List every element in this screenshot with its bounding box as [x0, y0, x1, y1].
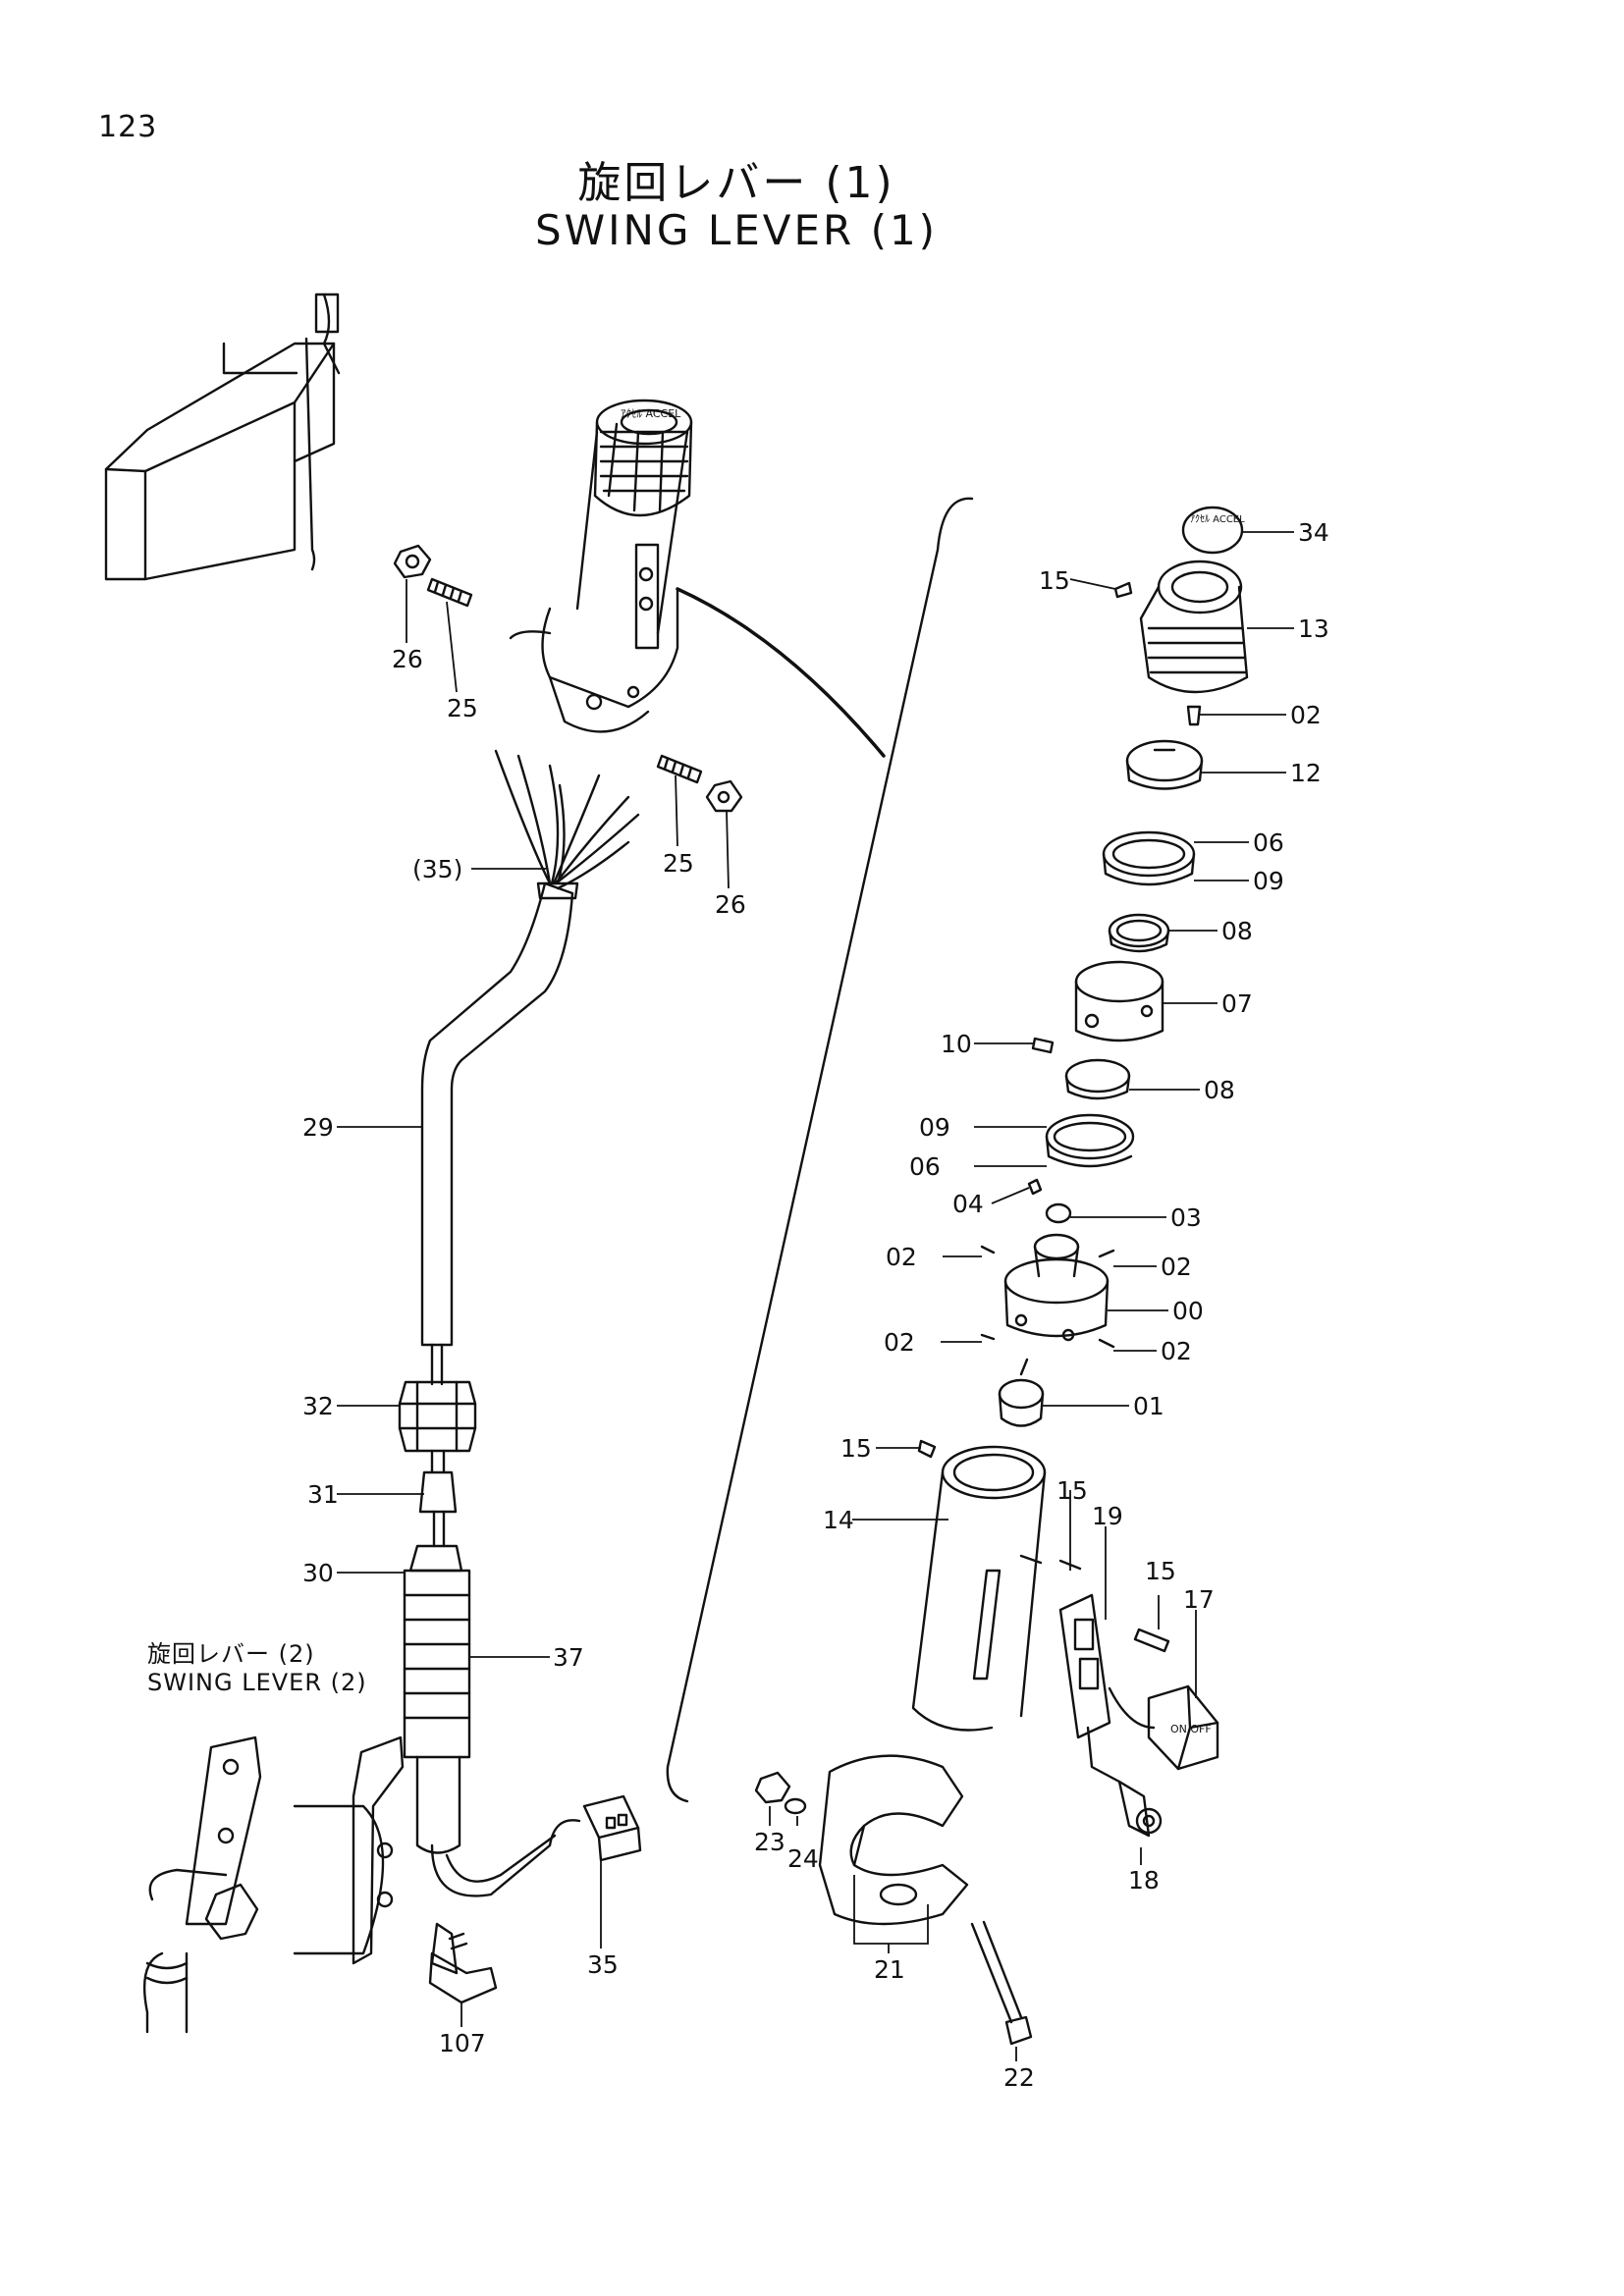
callout: 25 [447, 694, 478, 722]
callout: 15 [1145, 1557, 1176, 1585]
callout: 17 [1183, 1585, 1215, 1614]
callout: 15 [840, 1434, 872, 1463]
callout: 30 [302, 1559, 334, 1587]
callout: 09 [919, 1113, 950, 1142]
wire-bundle [494, 749, 640, 890]
boot-37 [403, 1544, 471, 1854]
callout: 18 [1128, 1866, 1160, 1895]
cap-34 [1181, 506, 1244, 555]
callout: 22 [1003, 2063, 1035, 2092]
nut-and-setscrew-left [393, 544, 473, 608]
nut-32 [398, 1380, 477, 1453]
callout: 35 [587, 1950, 619, 1979]
ring-08-lower [1064, 1058, 1131, 1100]
ring-09-06-lower [1045, 1113, 1135, 1168]
switch-18 [1117, 1780, 1163, 1838]
callout: 06 [1253, 828, 1284, 857]
callout: 25 [663, 849, 694, 878]
bolt-107 [428, 1922, 498, 2004]
mounting-bracket [143, 1735, 405, 2034]
clamp-21 [818, 1754, 969, 1926]
callout: 107 [439, 2029, 486, 2057]
callout: (35) [412, 855, 462, 883]
housing-14 [911, 1445, 1047, 1732]
cable-29 [420, 881, 579, 1347]
knob-13 [1139, 560, 1249, 694]
callout: 04 [952, 1190, 984, 1218]
knob-accel-label: ｱｸｾﾙ ACCEL [621, 407, 681, 420]
part-12 [1125, 739, 1204, 790]
nut-and-setscrew-right [656, 754, 743, 813]
callout: 08 [1204, 1076, 1235, 1104]
callout: 13 [1298, 614, 1329, 643]
callout: 15 [1056, 1476, 1088, 1505]
callout: 10 [941, 1030, 972, 1058]
callout: 23 [754, 1828, 785, 1856]
callout: 02 [1290, 701, 1322, 729]
callout: 09 [1253, 867, 1284, 895]
callout: 08 [1221, 917, 1253, 945]
callout: 31 [307, 1480, 339, 1509]
callout: 02 [1161, 1337, 1192, 1365]
callout: 26 [392, 645, 423, 673]
ring-08 [1108, 913, 1170, 953]
console-box-illustration [104, 293, 341, 581]
callout: 06 [909, 1152, 941, 1181]
callout: 00 [1172, 1297, 1204, 1325]
title-english: SWING LEVER (1) [534, 206, 939, 254]
callout: 26 [715, 890, 746, 919]
callout: 37 [553, 1643, 584, 1672]
callout: 03 [1170, 1203, 1202, 1232]
callout: 01 [1133, 1392, 1164, 1420]
subassembly-label-english: SWING LEVER (2) [147, 1669, 367, 1696]
body-00 [1003, 1233, 1110, 1342]
callout: 32 [302, 1392, 334, 1420]
callout: 19 [1092, 1502, 1123, 1530]
callout: 21 [874, 1955, 905, 1984]
switch-on-off-label: ON OFF [1170, 1723, 1212, 1735]
sleeve-07 [1074, 960, 1164, 1042]
callout: 02 [884, 1328, 915, 1357]
callout: 34 [1298, 518, 1329, 547]
callout: 02 [886, 1243, 917, 1271]
page-number: 123 [98, 110, 158, 144]
callout: 15 [1039, 566, 1070, 595]
plate-19 [1058, 1593, 1111, 1739]
switch-17 [1147, 1684, 1219, 1771]
cap-accel-label: ｱｸｾﾙ ACCEL [1190, 513, 1245, 525]
swing-lever-grip-illustration [509, 399, 693, 733]
callout: 14 [823, 1506, 854, 1534]
callout: 29 [302, 1113, 334, 1142]
ring-06-09 [1102, 830, 1196, 886]
callout: 24 [787, 1844, 819, 1873]
callout: 12 [1290, 759, 1322, 787]
switch-01 [998, 1358, 1045, 1427]
harness-35 [430, 1794, 642, 1897]
callout: 02 [1161, 1253, 1192, 1281]
title-japanese: 旋回レバー (1) [577, 158, 895, 208]
subassembly-label-japanese: 旋回レバー (2) [147, 1640, 315, 1668]
callout: 07 [1221, 989, 1253, 1018]
